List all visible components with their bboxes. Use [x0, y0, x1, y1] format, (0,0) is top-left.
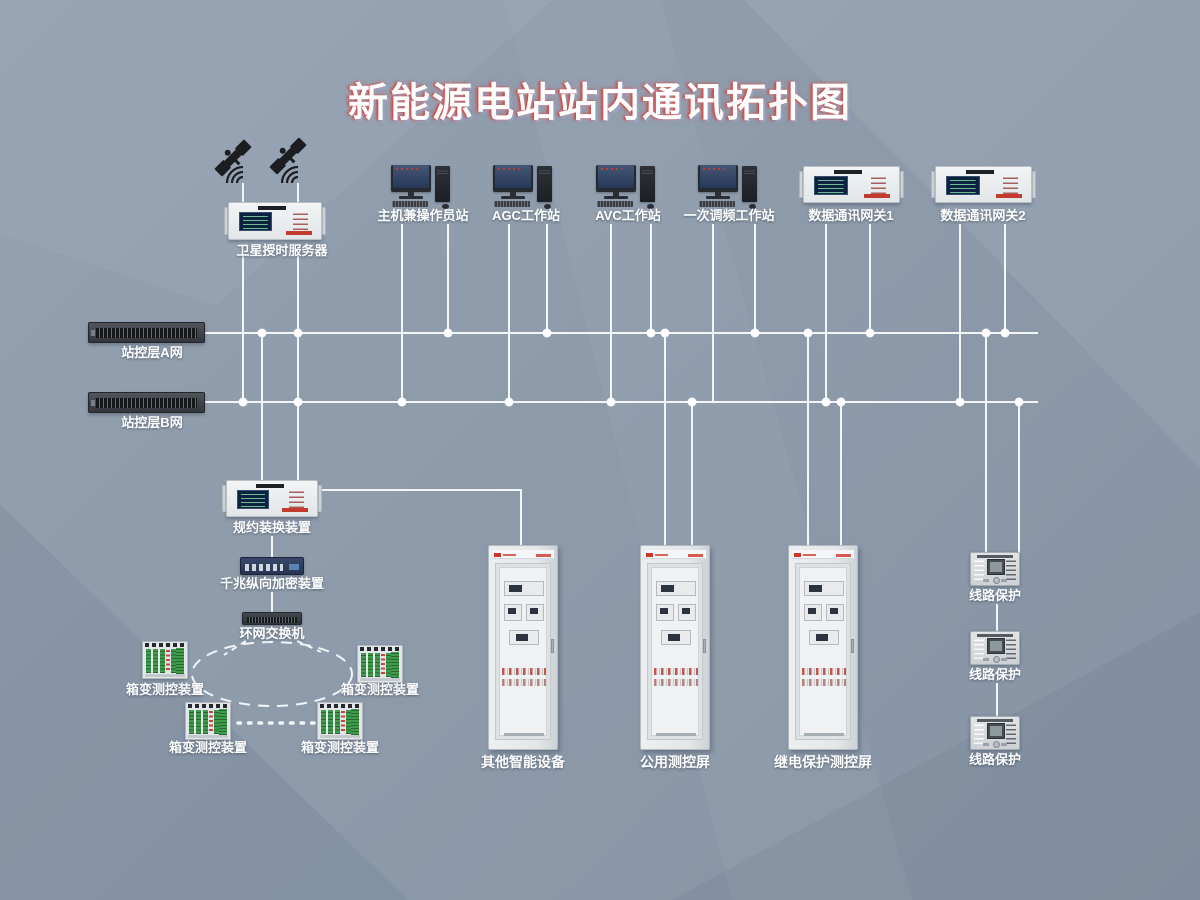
box-transformer-unit-icon — [185, 702, 231, 740]
network-b-label: 站控层B网 — [121, 415, 183, 430]
satellite-signal-icon — [225, 165, 299, 184]
encryption-device-icon — [240, 557, 304, 575]
box-transformer-unit-label: 箱变测控装置 — [168, 740, 248, 755]
box-transformer-unit-icon — [142, 641, 188, 679]
box-transformer-unit-label: 箱变测控装置 — [125, 682, 205, 697]
common-measure-control-label: 公用测控屏 — [640, 754, 710, 770]
frequency-workstation-icon — [698, 163, 762, 209]
protocol-converter-icon — [222, 480, 322, 517]
other-smart-devices-cabinet-icon — [488, 545, 558, 750]
operator-workstation-icon — [391, 163, 455, 209]
box-transformer-unit-icon — [317, 702, 363, 740]
line-protection-label: 线路保护 — [968, 752, 1022, 767]
satellite-server-label: 卫星授时服务器 — [236, 243, 328, 258]
ring-switch-icon — [242, 612, 302, 625]
line-protection-label: 线路保护 — [968, 667, 1022, 682]
data-gateway-2-label: 数据通讯网关2 — [940, 208, 1026, 223]
line-protection-relay-icon — [970, 631, 1020, 665]
ring-switch-label: 环网交换机 — [239, 626, 305, 641]
other-smart-devices-label: 其他智能设备 — [481, 754, 565, 770]
box-transformer-unit-label: 箱变测控装置 — [340, 682, 420, 697]
agc-workstation-icon — [493, 163, 557, 209]
avc-workstation-icon — [596, 163, 660, 209]
page-title: 新能源电站站内通讯拓扑图 — [348, 81, 852, 125]
relay-protection-cabinet-icon — [788, 545, 858, 750]
operator-workstation-label: 主机兼操作员站 — [377, 208, 469, 223]
data-gateway-1-icon — [799, 166, 904, 203]
line-protection-relay-icon — [970, 716, 1020, 750]
relay-protection-cabinet-label: 继电保护测控屏 — [774, 754, 872, 770]
line-protection-relay-icon — [970, 552, 1020, 586]
satellite-timing-server-icon — [224, 202, 326, 240]
data-gateway-2-icon — [931, 166, 1036, 203]
encryption-device-label: 千兆纵向加密装置 — [219, 576, 325, 591]
protocol-converter-label: 规约装换装置 — [232, 520, 312, 535]
box-transformer-unit-icon — [357, 645, 403, 683]
data-gateway-1-label: 数据通讯网关1 — [808, 208, 894, 223]
frequency-workstation-label: 一次调频工作站 — [683, 208, 775, 223]
network-a-label: 站控层A网 — [121, 345, 183, 360]
agc-workstation-label: AGC工作站 — [492, 208, 560, 223]
avc-workstation-label: AVC工作站 — [595, 208, 661, 223]
network-b-switch-icon — [88, 392, 205, 413]
common-measure-control-cabinet-icon — [640, 545, 710, 750]
line-protection-label: 线路保护 — [968, 588, 1022, 603]
box-transformer-unit-label: 箱变测控装置 — [300, 740, 380, 755]
network-a-switch-icon — [88, 322, 205, 343]
